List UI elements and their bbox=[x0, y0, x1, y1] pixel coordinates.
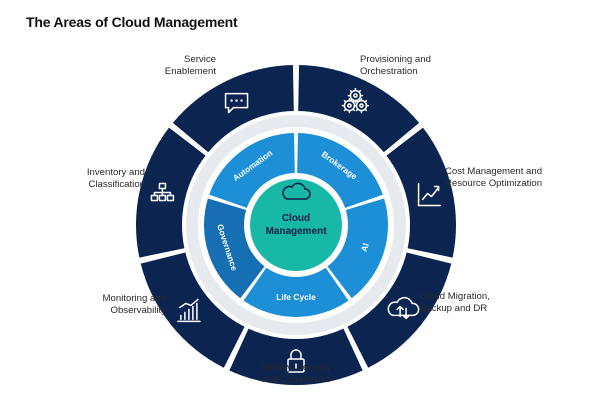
diagram-title: The Areas of Cloud Management bbox=[26, 14, 238, 30]
inner-segment-brokerage bbox=[297, 133, 383, 208]
cloud-icon bbox=[282, 182, 311, 200]
gears-icon bbox=[341, 87, 370, 114]
outer-segment-identity bbox=[229, 328, 363, 385]
chat-icon bbox=[224, 92, 249, 114]
inner-segment-governance bbox=[204, 198, 265, 299]
inner-label-ai: AI bbox=[359, 242, 371, 253]
cloud-sync-icon bbox=[387, 296, 420, 320]
outer-segment-provisioning bbox=[298, 65, 420, 153]
inner-segment-life-cycle bbox=[243, 267, 349, 317]
center-label-line1: Cloud bbox=[282, 213, 310, 224]
center-label-line2: Management bbox=[265, 226, 327, 237]
bar-chart-icon bbox=[177, 298, 201, 323]
padlock-icon bbox=[287, 349, 305, 373]
outer-label-migration: Cloud Migration,Backup and DR bbox=[420, 291, 490, 314]
inner-segment-ai bbox=[327, 198, 388, 299]
inner-label-life-cycle: Life Cycle bbox=[276, 292, 316, 302]
outer-segment-migration bbox=[347, 252, 452, 368]
outer-segment-cost bbox=[386, 127, 456, 258]
outer-icons bbox=[150, 87, 442, 373]
center-circle bbox=[250, 179, 342, 271]
trend-line-icon bbox=[417, 182, 442, 207]
org-chart-icon bbox=[150, 182, 175, 202]
inner-segment-automation bbox=[209, 133, 295, 208]
